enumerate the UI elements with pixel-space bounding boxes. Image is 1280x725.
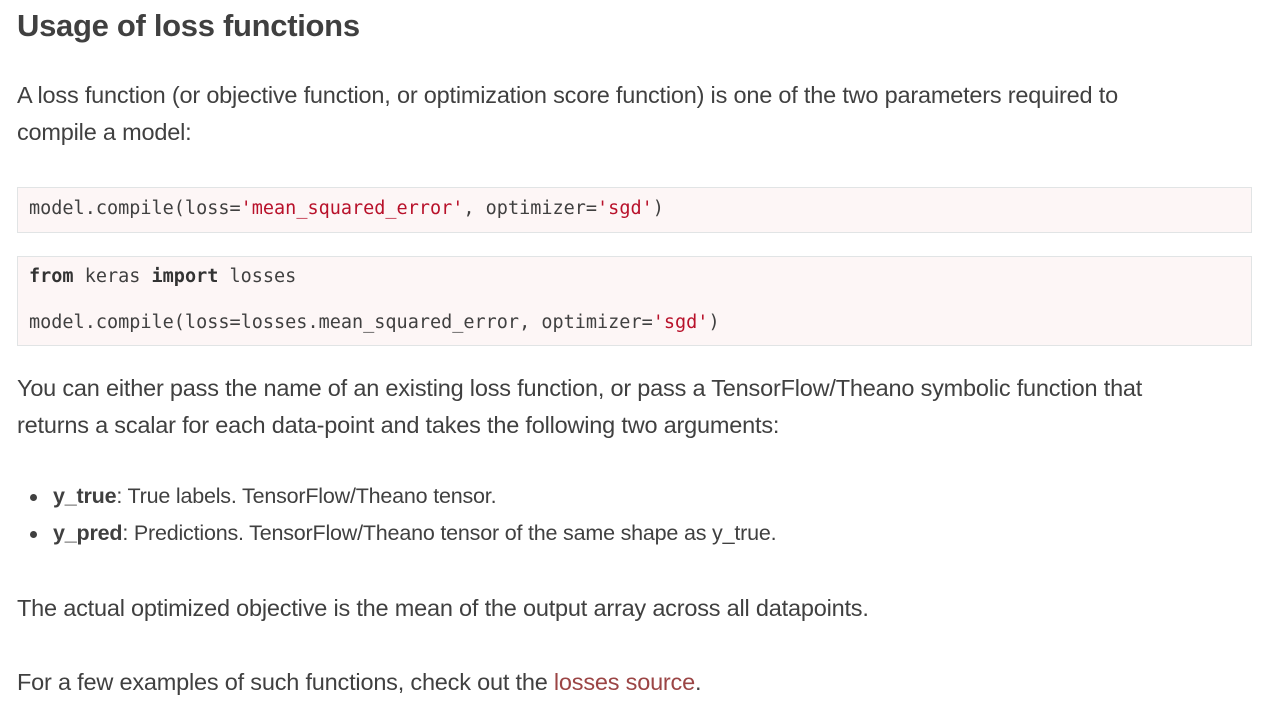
code-block-compile-function: from keras import losses model.compile(l… (17, 256, 1252, 346)
intro-paragraph: A loss function (or objective function, … (17, 77, 1118, 151)
arguments-line-2: returns a scalar for each data-point and… (17, 412, 780, 438)
examples-end: . (694, 669, 702, 695)
argument-description: : True labels. TensorFlow/Theano tensor. (116, 484, 497, 508)
code-block-compile-string: model.compile(loss='mean_squared_error',… (17, 187, 1252, 233)
examples-paragraph: For a few examples of such functions, ch… (17, 664, 702, 701)
argument-description: : Predictions. TensorFlow/Theano tensor … (122, 521, 777, 545)
examples-text: For a few examples of such functions, ch… (17, 669, 554, 695)
list-item: y_pred: Predictions. TensorFlow/Theano t… (17, 515, 777, 552)
code-line: model.compile(loss='mean_squared_error',… (29, 198, 664, 219)
argument-term: y_true (53, 484, 117, 508)
arguments-line-1: You can either pass the name of an exist… (17, 375, 1143, 401)
objective-paragraph: The actual optimized objective is the me… (17, 595, 869, 621)
bullet-icon (30, 531, 37, 538)
losses-source-link[interactable]: losses source (553, 669, 695, 695)
code-string: 'sgd' (652, 312, 709, 333)
intro-line-1: A loss function (or objective function, … (17, 82, 1118, 108)
arguments-paragraph: You can either pass the name of an exist… (17, 370, 1142, 444)
list-item: y_true: True labels. TensorFlow/Theano t… (17, 478, 776, 515)
argument-term: y_pred (53, 521, 123, 545)
code-string: 'sgd' (597, 198, 653, 219)
code-line-import: from keras import losses (29, 266, 297, 287)
code-string: 'mean_squared_error' (240, 198, 464, 219)
intro-line-2: compile a model: (17, 119, 192, 145)
bullet-icon (30, 494, 37, 501)
code-keyword: import (151, 266, 219, 287)
section-heading: Usage of loss functions (17, 8, 360, 43)
code-keyword: from (29, 266, 74, 287)
arguments-list: y_true: True labels. TensorFlow/Theano t… (17, 478, 777, 552)
code-line-compile: model.compile(loss=losses.mean_squared_e… (29, 312, 720, 333)
